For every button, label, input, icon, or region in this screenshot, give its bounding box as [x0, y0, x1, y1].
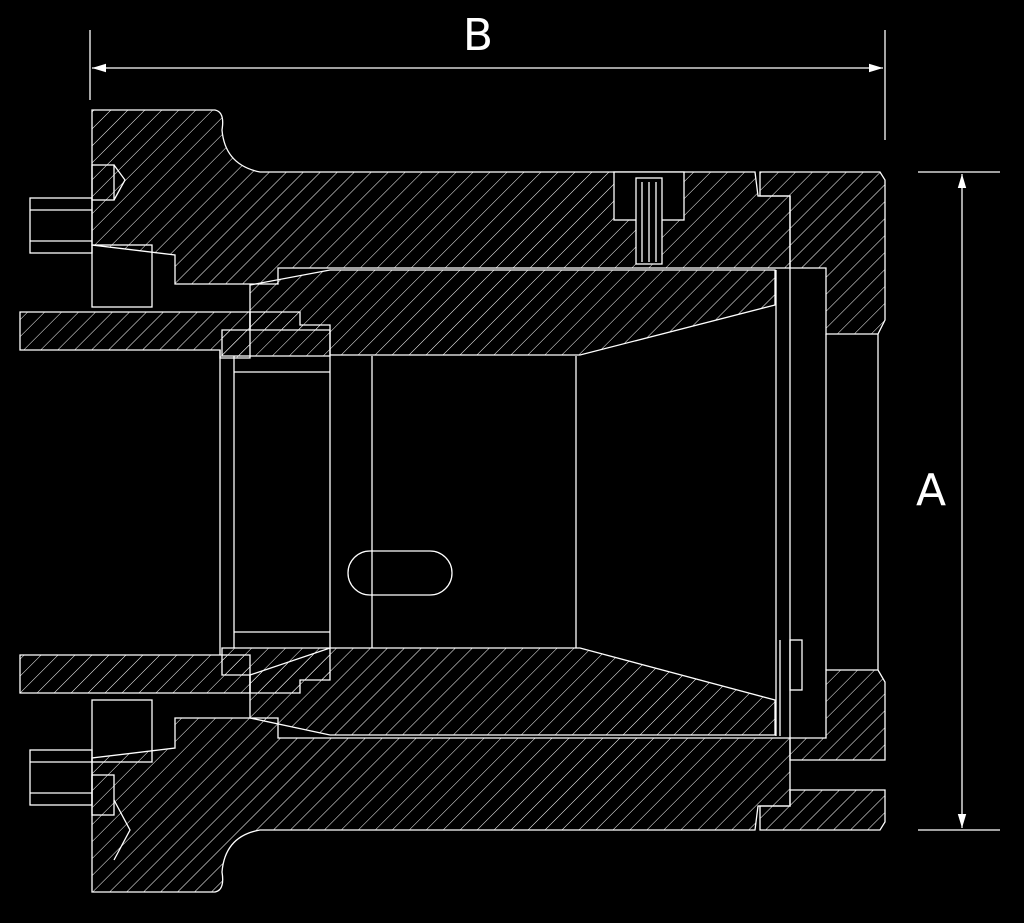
- housing-lower: [91, 669, 886, 893]
- dimension-b: [89, 30, 886, 140]
- bolt-lower: [29, 749, 93, 806]
- adapter-plate-upper: [19, 311, 251, 359]
- dimension-label-a: A: [916, 465, 946, 516]
- bolt-upper: [29, 197, 93, 254]
- nut-ring-lower: [221, 647, 331, 694]
- set-screw: [613, 171, 685, 265]
- retaining-clip: [779, 639, 803, 736]
- dimension-a: [918, 171, 1000, 831]
- left-flange: [91, 164, 153, 861]
- adapter-plate-lower: [19, 654, 251, 694]
- dimension-label-b: B: [463, 10, 493, 61]
- nut-ring-upper: [221, 311, 331, 357]
- keyway-slot: [347, 550, 453, 596]
